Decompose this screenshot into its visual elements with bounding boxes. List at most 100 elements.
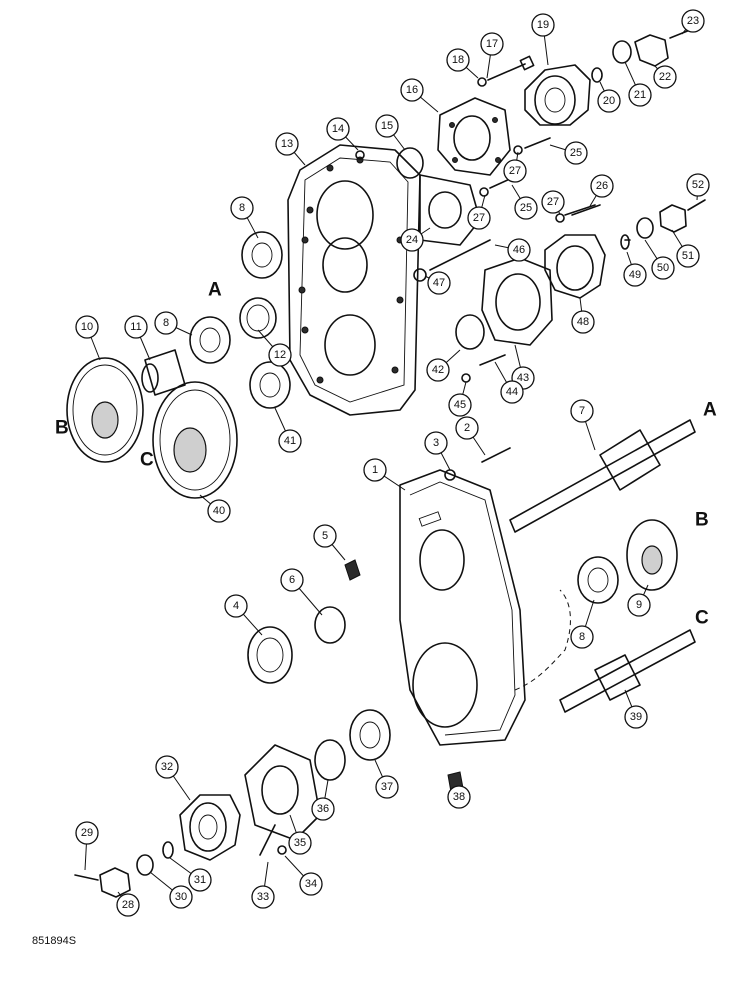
callout-number: 1 xyxy=(372,464,378,476)
callout-38: 38 xyxy=(447,785,471,809)
callout-circle xyxy=(124,315,148,339)
callout-circle xyxy=(653,65,677,89)
callout-number: 4 xyxy=(233,600,239,612)
flange-43 xyxy=(481,257,553,346)
flange-48 xyxy=(544,234,606,299)
callout-number: 7 xyxy=(579,405,585,417)
flange-35 xyxy=(244,744,321,841)
callout-45: 45 xyxy=(448,393,472,417)
callout-circle xyxy=(400,228,424,252)
callout-39: 39 xyxy=(624,705,648,729)
figure-id-label: 851894S xyxy=(32,935,77,947)
upper-housing-cover xyxy=(287,144,421,416)
callout-circle xyxy=(681,9,705,33)
callout-circle xyxy=(400,78,424,102)
callout-number: 47 xyxy=(433,277,445,289)
callout-number: 27 xyxy=(509,165,521,177)
callout-number: 17 xyxy=(486,38,498,50)
callout-circle xyxy=(564,141,588,165)
callout-number: 49 xyxy=(629,269,641,281)
connection-letter-A: A xyxy=(703,400,717,421)
callout-37: 37 xyxy=(375,775,399,799)
callout-number: 24 xyxy=(406,234,418,246)
callout-number: 20 xyxy=(603,95,615,107)
callout-18: 18 xyxy=(446,48,470,72)
callout-number: 25 xyxy=(520,202,532,214)
callout-6: 6 xyxy=(280,568,304,592)
callout-number: 8 xyxy=(579,631,585,643)
callout-25: 25 xyxy=(514,196,538,220)
callout-circle xyxy=(623,263,647,287)
callout-7: 7 xyxy=(570,399,594,423)
connection-letter-B: B xyxy=(55,418,69,439)
callout-circle xyxy=(116,893,140,917)
callout-8: 8 xyxy=(570,625,594,649)
callout-24: 24 xyxy=(400,228,424,252)
callout-circle xyxy=(155,755,179,779)
callout-44: 44 xyxy=(500,380,524,404)
callout-circle xyxy=(224,594,248,618)
callout-number: 2 xyxy=(464,422,470,434)
callout-circle xyxy=(288,831,312,855)
callout-circle xyxy=(455,416,479,440)
callout-circle xyxy=(169,885,193,909)
callout-circle xyxy=(299,872,323,896)
callout-number: 51 xyxy=(682,250,694,262)
callout-25: 25 xyxy=(564,141,588,165)
connection-letter-A: A xyxy=(208,280,222,301)
callout-number: 18 xyxy=(452,54,464,66)
callout-27: 27 xyxy=(467,206,491,230)
callout-number: 13 xyxy=(281,138,293,150)
callout-number: 27 xyxy=(473,212,485,224)
callout-46: 46 xyxy=(507,238,531,262)
callout-circle xyxy=(311,797,335,821)
shaft-7 xyxy=(509,419,696,533)
callout-3: 3 xyxy=(424,431,448,455)
callout-circle xyxy=(627,593,651,617)
callout-number: 9 xyxy=(636,599,642,611)
callout-number: 5 xyxy=(322,530,328,542)
connection-letter-B: B xyxy=(695,510,709,531)
callout-number: 26 xyxy=(596,180,608,192)
callout-number: 44 xyxy=(506,386,518,398)
callout-circle xyxy=(326,117,350,141)
callout-20: 20 xyxy=(597,89,621,113)
callout-circle xyxy=(363,458,387,482)
callout-52: 52 xyxy=(686,173,710,197)
callout-circle xyxy=(188,868,212,892)
callout-circle xyxy=(514,196,538,220)
callout-circle xyxy=(676,244,700,268)
callout-22: 22 xyxy=(653,65,677,89)
callout-circle xyxy=(207,499,231,523)
yoke-32 xyxy=(179,794,241,861)
callout-circle xyxy=(280,568,304,592)
callout-circle xyxy=(446,48,470,72)
callout-number: 48 xyxy=(577,316,589,328)
callout-number: 46 xyxy=(513,244,525,256)
callout-circle xyxy=(427,271,451,295)
callout-circle xyxy=(597,89,621,113)
callout-circle xyxy=(570,399,594,423)
callout-32: 32 xyxy=(155,755,179,779)
callout-26: 26 xyxy=(590,174,614,198)
callout-30: 30 xyxy=(169,885,193,909)
callout-circle xyxy=(251,885,275,909)
callout-9: 9 xyxy=(627,593,651,617)
callout-number: 8 xyxy=(239,202,245,214)
callout-circle xyxy=(571,310,595,334)
callout-12: 12 xyxy=(268,343,292,367)
callout-number: 25 xyxy=(570,147,582,159)
drawing-art xyxy=(66,29,706,898)
gear-11 xyxy=(141,349,186,396)
callout-13: 13 xyxy=(275,132,299,156)
callout-23: 23 xyxy=(681,9,705,33)
callout-number: 3 xyxy=(433,437,439,449)
callout-41: 41 xyxy=(278,429,302,453)
callout-number: 29 xyxy=(81,827,93,839)
callout-circle xyxy=(651,256,675,280)
callout-number: 33 xyxy=(257,891,269,903)
callout-number: 39 xyxy=(630,711,642,723)
callout-number: 22 xyxy=(659,71,671,83)
callout-number: 36 xyxy=(317,803,329,815)
callout-29: 29 xyxy=(75,821,99,845)
